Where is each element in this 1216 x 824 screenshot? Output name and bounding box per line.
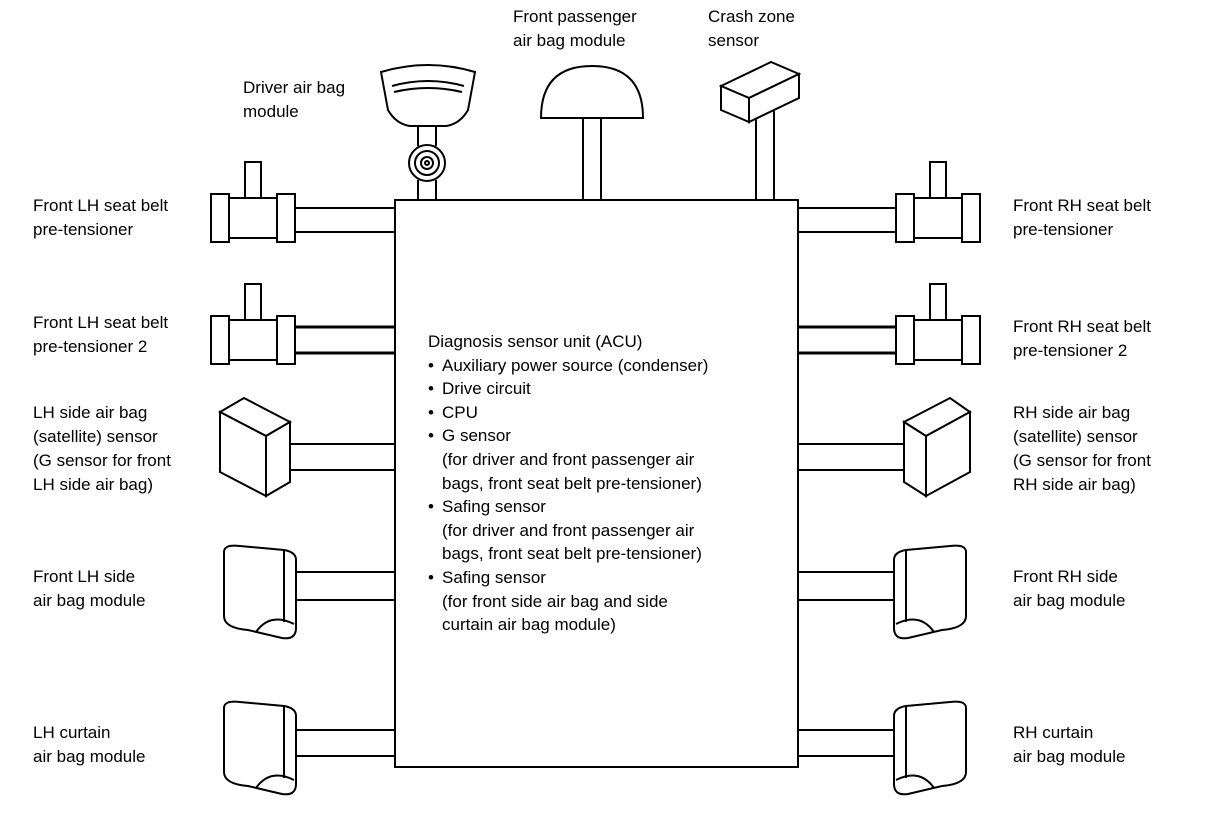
front-lh-side-airbag-icon <box>223 544 395 640</box>
front-passenger-airbag-module-icon <box>539 64 645 200</box>
front-rh-side-airbag-icon <box>798 544 967 640</box>
rh-side-sensor-label: RH side air bag(satellite) sensor(G sens… <box>1013 403 1151 494</box>
acu-item-safing-sensor-2: Safing sensor(for front side air bag and… <box>428 566 708 637</box>
driver-airbag-module-icon <box>379 64 477 200</box>
front-lh-pretensioner-icon <box>210 161 395 243</box>
acu-description: Diagnosis sensor unit (ACU) Auxiliary po… <box>428 330 708 637</box>
lh-side-sensor-icon <box>217 396 395 498</box>
front-rh-pretensioner-icon <box>798 161 981 243</box>
front-rh-pretensioner-2-icon <box>798 283 981 365</box>
acu-title: Diagnosis sensor unit (ACU) <box>428 332 643 351</box>
acu-item-drive-circuit: Drive circuit <box>428 377 708 401</box>
lh-side-sensor-label: LH side air bag(satellite) sensor(G sens… <box>33 403 171 494</box>
front-lh-pretensioner-2-icon <box>210 283 395 365</box>
lh-curtain-airbag-icon <box>223 700 395 796</box>
crash-zone-sensor-icon <box>718 60 802 200</box>
acu-item-safing-sensor-1: Safing sensor(for driver and front passe… <box>428 495 708 566</box>
acu-item-power-source: Auxiliary power source (condenser) <box>428 354 708 378</box>
acu-item-g-sensor: G sensor(for driver and front passenger … <box>428 424 708 495</box>
acu-item-cpu: CPU <box>428 401 708 425</box>
acu-feature-list: Auxiliary power source (condenser) Drive… <box>428 354 708 637</box>
rh-side-sensor-icon <box>798 396 972 498</box>
rh-curtain-airbag-icon <box>798 700 967 796</box>
